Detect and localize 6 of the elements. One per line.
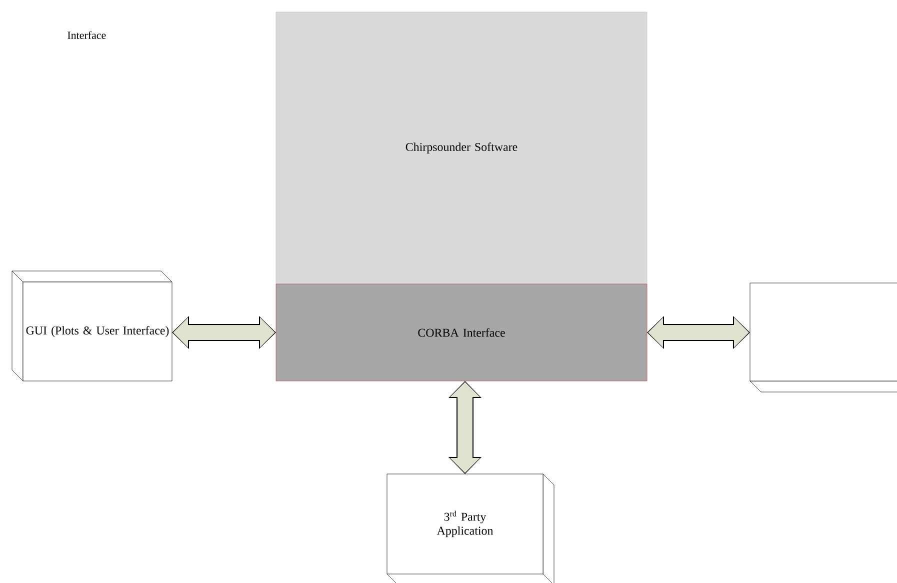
heading-label: Interface (68, 31, 106, 40)
device-box: GUI (Plots & User Interface) (12, 270, 172, 382)
device-box (750, 282, 897, 392)
component-box: Chirpsounder Software (276, 12, 648, 284)
device-box: 3$^{rd}$ Party Application (386, 474, 554, 583)
component-box: CORBA Interface (276, 284, 648, 382)
